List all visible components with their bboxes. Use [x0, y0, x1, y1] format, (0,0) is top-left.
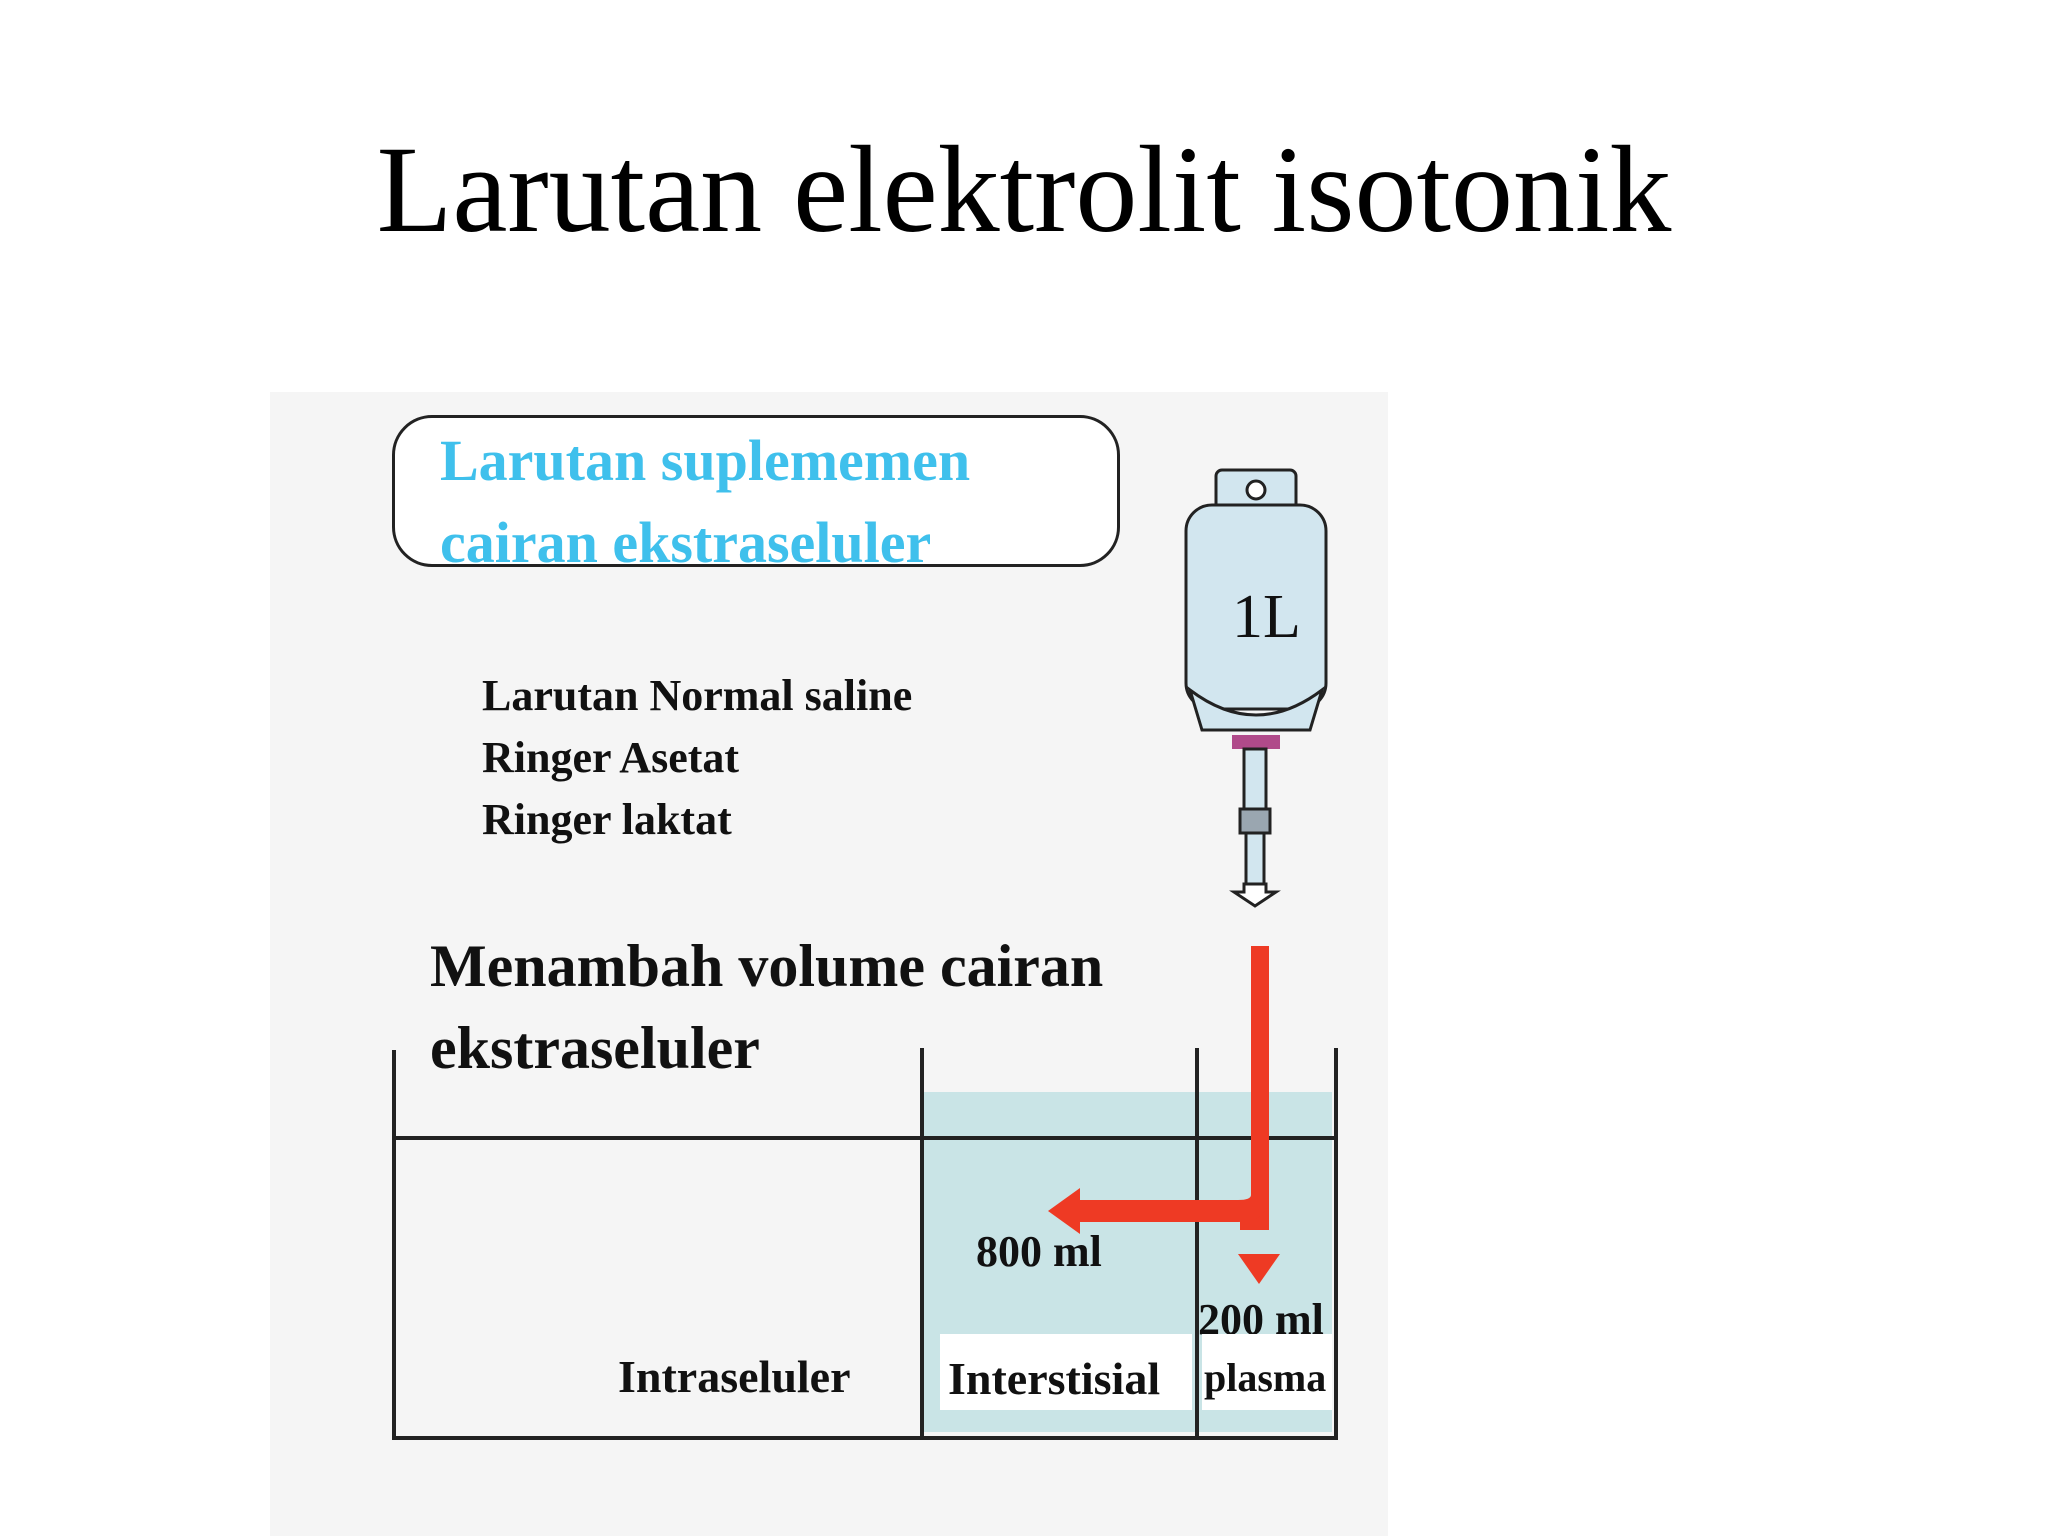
effect-text: Menambah volume cairan ekstraseluler	[430, 925, 1103, 1089]
bag-volume-label: 1L	[1232, 583, 1301, 651]
container-outline	[392, 1048, 1338, 1440]
plasma-label: plasma	[1204, 1355, 1327, 1400]
drip-arrow-icon	[1229, 882, 1281, 908]
interstitial-caption-bg	[940, 1334, 1192, 1410]
effect-line-1: Menambah volume cairan	[430, 933, 1104, 999]
solution-item: Larutan Normal saline	[482, 671, 913, 720]
flow-arrow-icon	[1048, 946, 1280, 1284]
solution-item: Ringer Asetat	[482, 733, 740, 782]
solution-list: Larutan Normal saline Ringer Asetat Ring…	[482, 665, 912, 851]
plasma-caption-bg	[1202, 1334, 1332, 1410]
iv-bag-icon	[1184, 468, 1328, 890]
header-text: Larutan suplememen cairan ekstraseluler	[440, 420, 970, 584]
interstitial-label: Interstisial	[948, 1353, 1161, 1404]
slide-title: Larutan elektrolit isotonik	[376, 121, 1672, 258]
effect-line-2: ekstraseluler	[430, 1015, 760, 1081]
solution-item: Ringer laktat	[482, 795, 732, 844]
header-box	[392, 415, 1120, 567]
interstitial-amount: 800 ml	[976, 1227, 1102, 1276]
intracellular-label: Intraseluler	[618, 1351, 851, 1402]
header-line-1: Larutan suplememen	[440, 428, 971, 493]
header-line-2: cairan ekstraseluler	[440, 510, 932, 575]
